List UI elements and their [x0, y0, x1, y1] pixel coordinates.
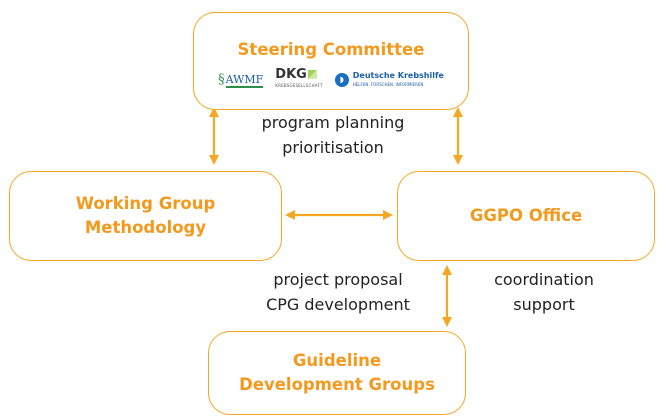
ggpo-office-box: GGPO Office [397, 171, 655, 261]
krebshilfe-circle-icon: ◗ [334, 73, 349, 87]
working-group-line2: Methodology [84, 218, 207, 237]
guideline-development-groups-box: Guideline Development Groups [208, 331, 466, 415]
awmf-logo: § AWMF [218, 68, 264, 92]
ggpo-office-title: GGPO Office [469, 206, 583, 225]
partner-logos: § AWMF DKG KREBSGESELLSCHAFT ◗ Deutsche … [218, 68, 444, 92]
deutsche-krebshilfe-logo: ◗ Deutsche Krebshilfe HELFEN. FORSCHEN. … [334, 71, 444, 89]
guideline-groups-line2: Development Groups [239, 375, 435, 394]
steering-committee-title: Steering Committee [237, 40, 425, 59]
coordination-support-label: coordination support [494, 270, 594, 314]
working-group-line1: Working Group [75, 194, 216, 213]
dkg-logo: DKG KREBSGESELLSCHAFT [275, 67, 323, 88]
awmf-snake-icon: § [218, 72, 225, 87]
dkg-mark-icon [307, 70, 317, 79]
steering-committee-box: Steering Committee § AWMF DKG KREBSGESEL… [193, 12, 469, 110]
program-planning-label: program planning prioritisation [261, 113, 405, 157]
working-group-methodology-box: Working Group Methodology [9, 171, 282, 261]
project-proposal-label: project proposal CPG development [266, 270, 410, 314]
guideline-groups-line1: Guideline [292, 351, 382, 370]
